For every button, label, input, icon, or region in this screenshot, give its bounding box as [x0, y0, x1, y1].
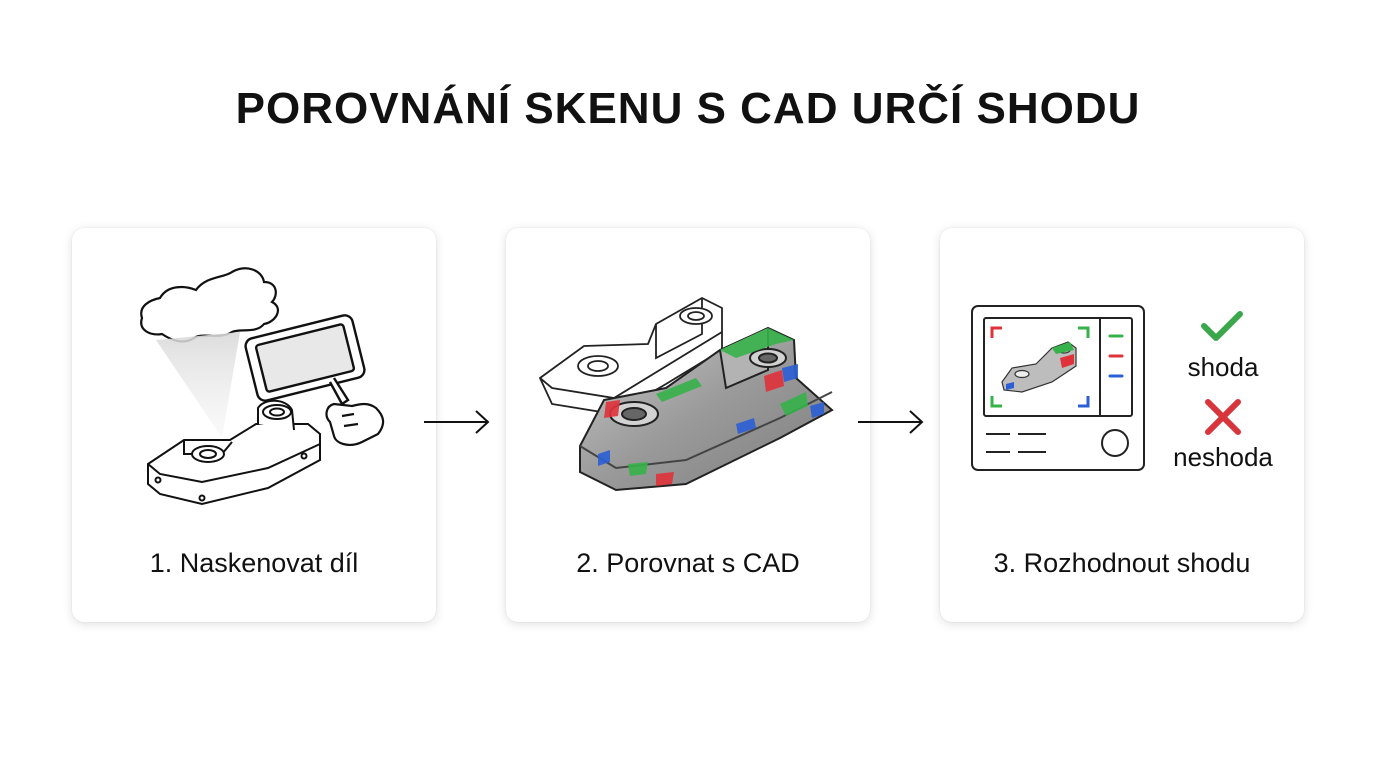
scanned-part: [147, 399, 321, 506]
step-card-scan: 1. Naskenovat díl: [72, 228, 436, 622]
point-cloud-shape: [140, 267, 279, 343]
cross-icon: [1205, 399, 1241, 435]
focus-brackets: [990, 326, 1090, 408]
step-label-scan: 1. Naskenovat díl: [149, 548, 359, 578]
scan-beam: [156, 332, 240, 438]
inspection-monitor-illustration: [971, 305, 1243, 471]
monitor-text-lines: [986, 433, 1046, 453]
check-icon: [1201, 311, 1243, 341]
cad-outline-model: [538, 296, 723, 415]
deviation-markers: [598, 328, 824, 486]
scanning-illustration: [140, 267, 385, 506]
hand: [325, 402, 385, 446]
deviation-legend-bars: [1108, 334, 1124, 378]
fail-label: neshoda: [1173, 442, 1273, 472]
step-label-decide: 3. Rozhodnout shodu: [993, 548, 1251, 578]
cad-comparison-illustration: [538, 296, 834, 492]
arrow-right-icon: [424, 410, 490, 434]
inspection-monitor: [971, 305, 1145, 471]
arrow-right-icon: [858, 410, 924, 434]
pass-label: shoda: [1187, 352, 1259, 382]
page-title: POROVNÁNÍ SKENU S CAD URČÍ SHODU: [235, 84, 1141, 133]
step-label-compare: 2. Porovnat s CAD: [576, 548, 800, 578]
mini-part-preview: [1001, 341, 1077, 393]
tablet-scanner: [244, 314, 366, 406]
step-card-compare: 2. Porovnat s CAD: [506, 228, 870, 622]
step-card-decide: shoda neshoda 3. Rozhodnout shodu: [940, 228, 1304, 622]
